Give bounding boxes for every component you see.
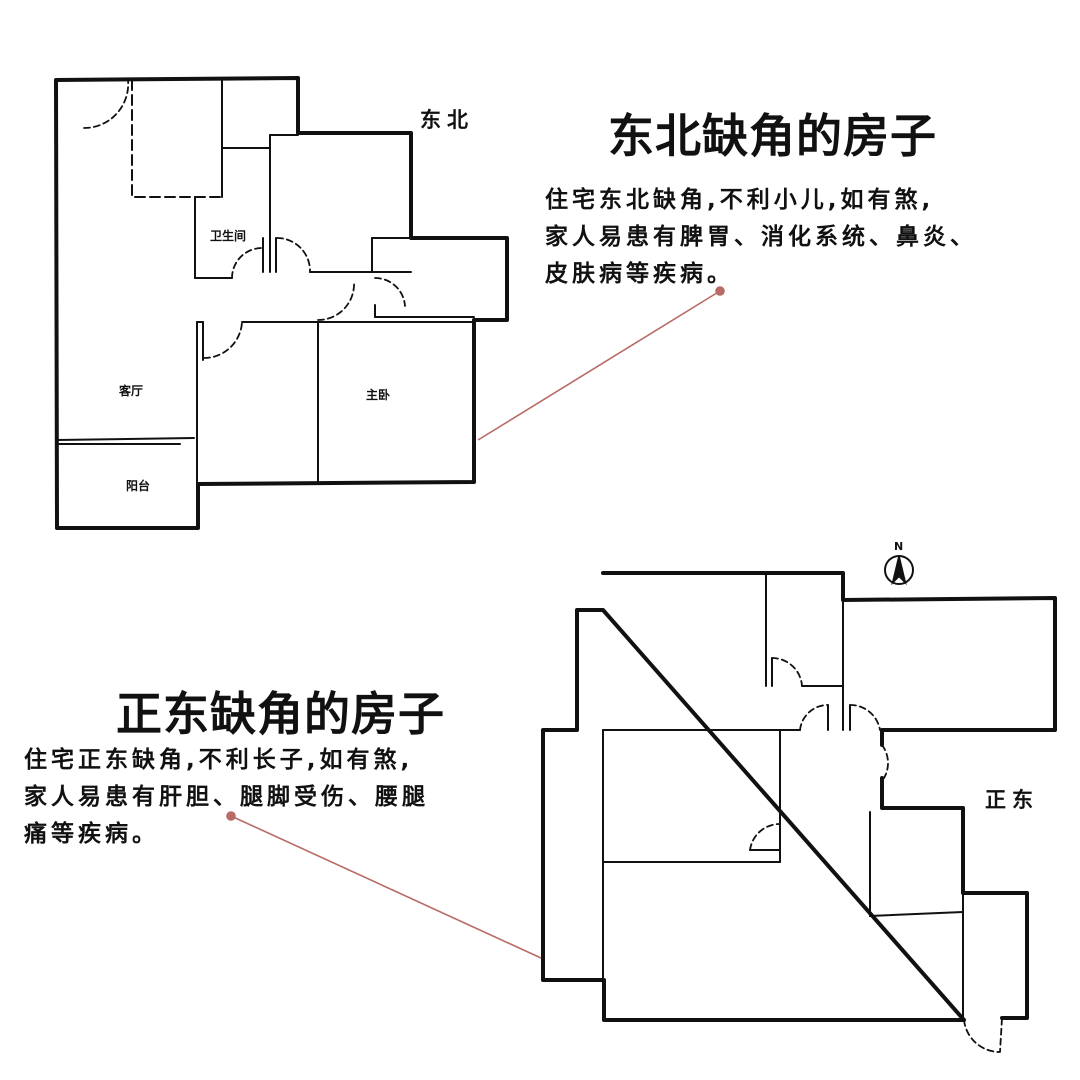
east-pointer-dot — [226, 811, 236, 821]
northeast-pointer-dot — [715, 286, 725, 296]
northeast-floor-plan — [54, 76, 509, 530]
room-label-living: 客厅 — [119, 384, 144, 398]
northeast-desc-line-2: 家人易患有脾胃、消化系统、鼻炎、 — [545, 224, 977, 250]
northeast-description: 住宅东北缺角,不利小儿,如有煞, 家人易患有脾胃、消化系统、鼻炎、 皮肤病等疾病… — [545, 182, 977, 293]
compass-north-label: N — [894, 540, 904, 553]
northeast-outer-wall — [54, 76, 509, 530]
northeast-direction-label: 东北 — [420, 108, 474, 132]
east-outer-wall — [541, 571, 1057, 1022]
east-pointer-line — [230, 815, 542, 959]
northeast-desc-line-1: 住宅东北缺角,不利小儿,如有煞, — [545, 187, 935, 213]
east-title: 正东缺角的房子 — [116, 687, 445, 741]
east-desc-line-3: 痛等疾病。 — [24, 821, 159, 847]
room-label-bathroom: 卫生间 — [210, 229, 247, 243]
east-floor-plan — [541, 571, 1057, 1053]
room-label-bedroom: 主卧 — [366, 388, 391, 402]
east-desc-line-1: 住宅正东缺角,不利长子,如有煞, — [24, 747, 414, 773]
east-desc-line-2: 家人易患有肝胆、腿脚受伤、腰腿 — [24, 784, 429, 810]
room-label-balcony: 阳台 — [126, 479, 151, 493]
northeast-title: 东北缺角的房子 — [608, 109, 937, 163]
east-description: 住宅正东缺角,不利长子,如有煞, 家人易患有肝胆、腿脚受伤、腰腿 痛等疾病。 — [24, 742, 429, 853]
east-direction-label: 正东 — [985, 788, 1039, 812]
northeast-pointer-line — [477, 290, 721, 441]
northeast-desc-line-3: 皮肤病等疾病。 — [545, 261, 734, 287]
pointer-lines — [226, 286, 725, 959]
north-compass-icon — [884, 555, 914, 586]
